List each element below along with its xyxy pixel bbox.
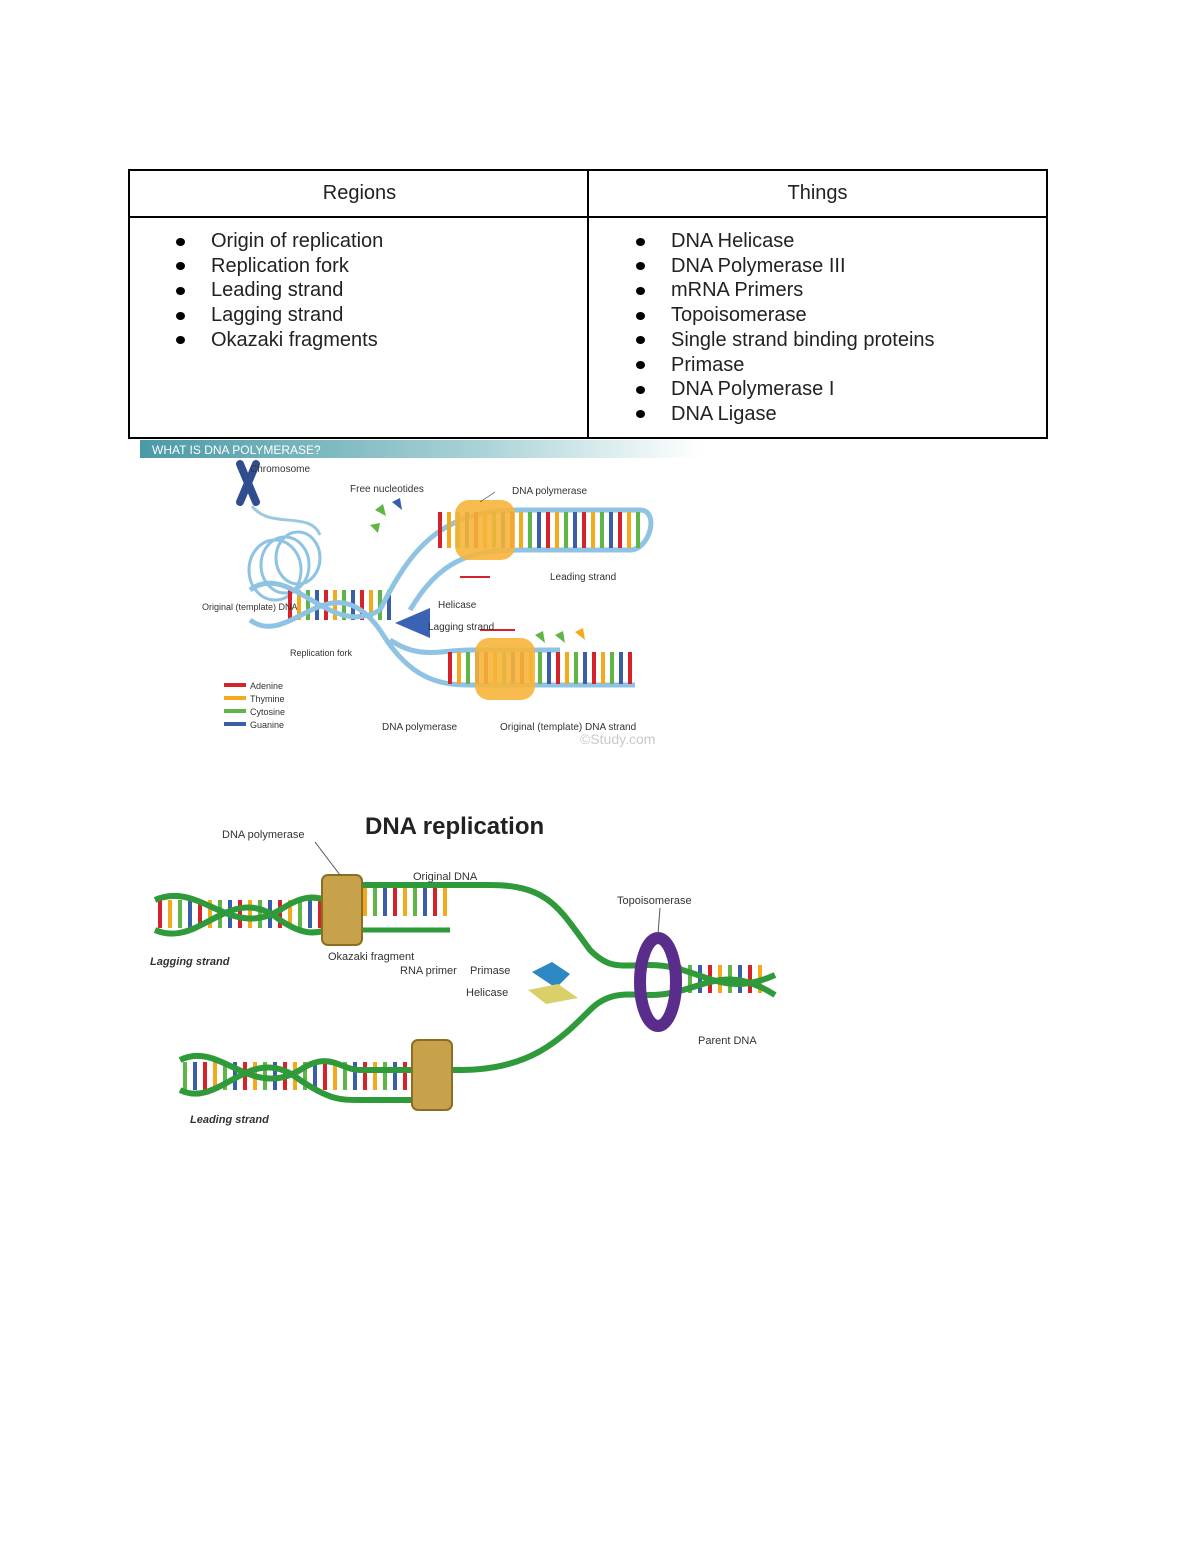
list-item: Replication fork bbox=[176, 254, 383, 279]
nucleotide-legend: Adenine Thymine Cytosine Guanine bbox=[224, 681, 285, 730]
helicase-icon bbox=[528, 984, 578, 1004]
helicase-icon bbox=[395, 608, 430, 638]
regions-list: Origin of replication Replication fork L… bbox=[176, 229, 383, 353]
label-dna-polymerase: DNA polymerase bbox=[222, 829, 305, 841]
dna-polymerase-bottom-icon bbox=[475, 638, 535, 700]
list-item: Lagging strand bbox=[176, 303, 383, 328]
label-original-dna: Original DNA bbox=[413, 871, 478, 883]
legend-adenine: Adenine bbox=[250, 681, 283, 691]
legend-swatch-adenine bbox=[224, 683, 246, 687]
banner-text: WHAT IS DNA POLYMERASE? bbox=[152, 443, 321, 457]
list-item: Okazaki fragments bbox=[176, 328, 383, 353]
list-item: mRNA Primers bbox=[636, 278, 935, 303]
things-list: DNA Helicase DNA Polymerase III mRNA Pri… bbox=[636, 229, 935, 427]
dna-replication-figure: DNA replication DNA polymerase Original … bbox=[150, 813, 777, 1126]
primase-icon bbox=[532, 962, 570, 988]
dna-polymerase-figure: WHAT IS DNA POLYMERASE? Chromosome Free … bbox=[140, 440, 700, 747]
free-nucleotides-icon bbox=[370, 498, 585, 643]
list-item: DNA Polymerase III bbox=[636, 254, 935, 279]
list-item: Primase bbox=[636, 353, 935, 378]
list-item: Topoisomerase bbox=[636, 303, 935, 328]
label-primase: Primase bbox=[470, 965, 510, 977]
legend-cytosine: Cytosine bbox=[250, 707, 285, 717]
label-lagging-strand: Lagging strand bbox=[150, 956, 230, 968]
label-original-template: Original (template) DNA bbox=[202, 602, 298, 612]
column-divider bbox=[587, 171, 589, 437]
label-helicase: Helicase bbox=[466, 987, 508, 999]
label-original-template-strand: Original (template) DNA strand bbox=[500, 722, 636, 733]
chromosome-icon bbox=[236, 460, 260, 506]
label-chromosome: Chromosome bbox=[250, 464, 310, 475]
label-helicase: Helicase bbox=[438, 600, 477, 611]
label-leading-strand: Leading strand bbox=[550, 572, 616, 583]
header-regions: Regions bbox=[130, 171, 589, 218]
legend-swatch-cytosine bbox=[224, 709, 246, 713]
legend-swatch-guanine bbox=[224, 722, 246, 726]
label-dna-polymerase-top: DNA polymerase bbox=[512, 486, 587, 497]
header-things: Things bbox=[589, 171, 1046, 218]
legend-guanine: Guanine bbox=[250, 720, 284, 730]
label-parent-dna: Parent DNA bbox=[698, 1035, 757, 1047]
label-replication-fork: Replication fork bbox=[290, 648, 353, 658]
list-item: DNA Ligase bbox=[636, 402, 935, 427]
label-rna-primer: RNA primer bbox=[400, 965, 457, 977]
dna-polymerase-lagging-icon bbox=[321, 874, 363, 946]
list-item: Leading strand bbox=[176, 278, 383, 303]
label-leading-strand: Leading strand bbox=[190, 1114, 269, 1126]
regions-things-table: Regions Things Origin of replication Rep… bbox=[128, 169, 1048, 439]
list-item: DNA Helicase bbox=[636, 229, 935, 254]
coiled-dna bbox=[247, 530, 322, 602]
figure-banner bbox=[140, 440, 700, 458]
list-item: Origin of replication bbox=[176, 229, 383, 254]
dna-polymerase-leading-icon bbox=[411, 1039, 453, 1111]
dna-polymerase-top-icon bbox=[455, 500, 515, 560]
list-item: Single strand binding proteins bbox=[636, 328, 935, 353]
label-lagging-strand: Lagging strand bbox=[428, 622, 494, 633]
label-dna-polymerase-bottom: DNA polymerase bbox=[382, 722, 457, 733]
topoisomerase-icon bbox=[634, 932, 682, 1032]
label-topoisomerase: Topoisomerase bbox=[617, 895, 692, 907]
legend-thymine: Thymine bbox=[250, 694, 285, 704]
label-okazaki-fragment: Okazaki fragment bbox=[328, 951, 414, 963]
label-free-nucleotides: Free nucleotides bbox=[350, 484, 424, 495]
list-item: DNA Polymerase I bbox=[636, 377, 935, 402]
legend-swatch-thymine bbox=[224, 696, 246, 700]
figure-title: DNA replication bbox=[365, 813, 544, 840]
watermark: ©Study.com bbox=[580, 731, 655, 747]
